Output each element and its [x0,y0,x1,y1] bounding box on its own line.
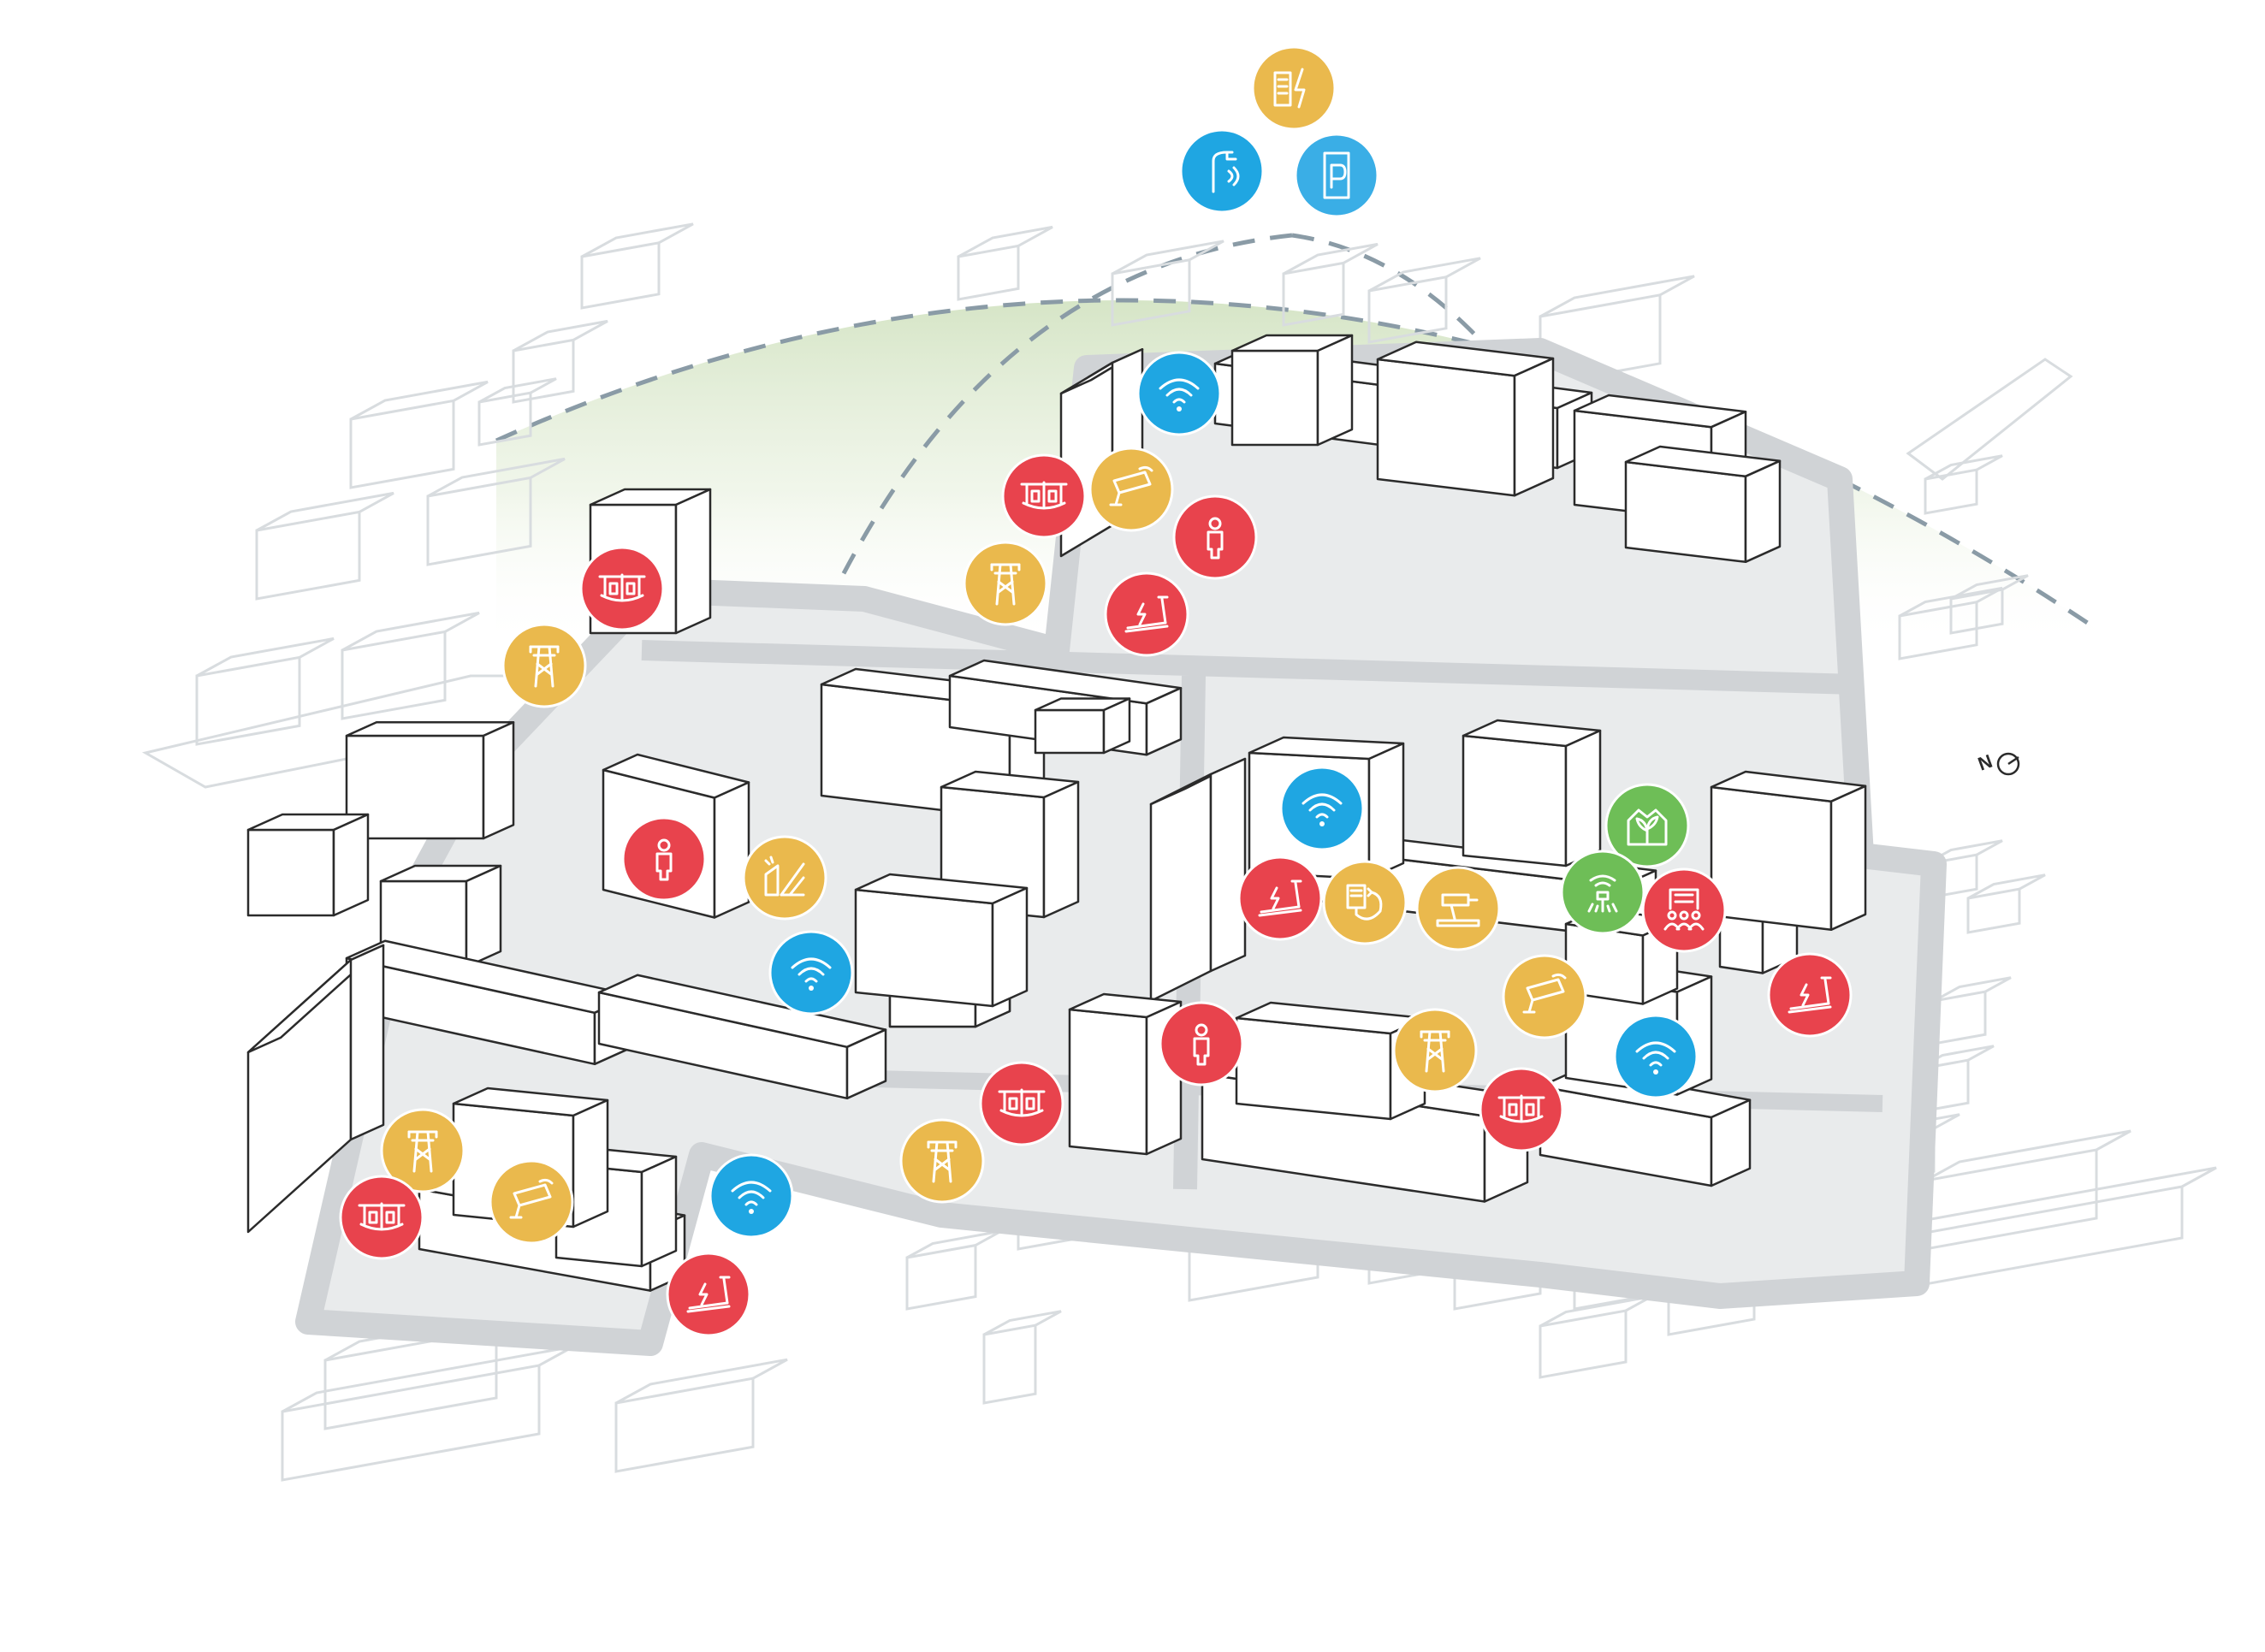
smart-utility-meter-icon [1346,884,1383,921]
marker-playground-carousel[interactable] [339,1175,424,1260]
tool-rental-drill-icon [1436,893,1480,927]
playground-carousel-icon [998,1088,1046,1117]
marker-power-pylon[interactable] [899,1118,985,1204]
person-icon [1193,1023,1210,1066]
playground-carousel-icon [1020,481,1068,510]
power-pylon-icon [990,563,1021,606]
marker-greenhouse-plant[interactable] [1604,783,1690,868]
smart-meter-energy-icon [1273,68,1306,109]
marker-cctv-camera[interactable] [489,1159,574,1245]
playground-carousel-icon [1497,1094,1545,1123]
playground-carousel-icon [598,573,646,602]
marker-cctv-camera[interactable] [1088,447,1174,532]
marker-wifi[interactable] [1279,766,1365,851]
north-label: N [1975,750,1995,775]
marker-tool-rental-drill[interactable] [1415,866,1501,951]
treadmill-icon [1258,879,1302,917]
marker-solar-building[interactable] [742,835,827,921]
marker-smart-utility-meter[interactable] [1322,860,1408,945]
power-pylon-icon [927,1140,958,1183]
person-icon [655,838,673,881]
marker-power-pylon[interactable] [380,1108,465,1193]
treadmill-icon [1788,976,1832,1014]
marker-playground-carousel[interactable] [1479,1067,1564,1152]
wifi-icon [1635,1041,1676,1075]
marker-smart-irrigation[interactable] [1560,850,1645,935]
legend-smart-streetlight-icon [1179,128,1265,214]
marker-treadmill[interactable] [1237,856,1323,941]
smart-streetlight-icon [1212,151,1240,193]
wifi-icon [1159,378,1200,412]
power-pylon-icon [529,645,560,688]
marker-power-pylon[interactable] [1392,1008,1478,1093]
smart-irrigation-icon [1587,874,1618,913]
marker-playground-carousel[interactable] [1001,453,1087,539]
marker-treadmill[interactable] [1104,571,1189,657]
marker-wifi[interactable] [1613,1014,1699,1099]
marker-power-pylon[interactable] [963,541,1048,626]
wifi-icon [731,1181,772,1214]
marker-treadmill[interactable] [1767,952,1853,1038]
marker-playground-carousel[interactable] [979,1061,1064,1146]
north-arrow: N [1975,750,2020,776]
cctv-camera-icon [1109,465,1153,506]
cctv-camera-icon [509,1178,554,1219]
wifi-icon [791,957,832,991]
smart-parking-app-icon [1323,151,1350,199]
person-icon [1207,517,1224,560]
community-center-icon [1663,888,1705,931]
marker-wifi[interactable] [709,1153,794,1239]
marker-cctv-camera[interactable] [1502,954,1587,1039]
legend-icon-group [1179,45,1379,218]
power-pylon-icon [1420,1030,1450,1073]
power-pylon-icon [407,1130,438,1173]
marker-playground-carousel[interactable] [579,546,665,631]
playground-carousel-icon [358,1202,406,1231]
marker-community-center[interactable] [1641,867,1727,953]
marker-wifi[interactable] [768,930,854,1015]
marker-person[interactable] [1172,494,1258,580]
marker-power-pylon[interactable] [501,623,587,708]
legend-smart-parking-app-icon [1294,133,1379,218]
marker-treadmill[interactable] [666,1252,751,1337]
wifi-icon [1301,793,1343,826]
treadmill-icon [686,1276,731,1313]
marker-person[interactable] [621,816,707,902]
greenhouse-plant-icon [1627,808,1668,846]
cctv-camera-icon [1522,973,1567,1014]
marker-person[interactable] [1159,1001,1244,1087]
treadmill-icon [1124,595,1169,633]
marker-wifi[interactable] [1136,351,1222,436]
poi-markers [339,351,1853,1337]
solar-building-icon [764,856,805,897]
legend-smart-meter-energy-icon [1251,45,1337,131]
